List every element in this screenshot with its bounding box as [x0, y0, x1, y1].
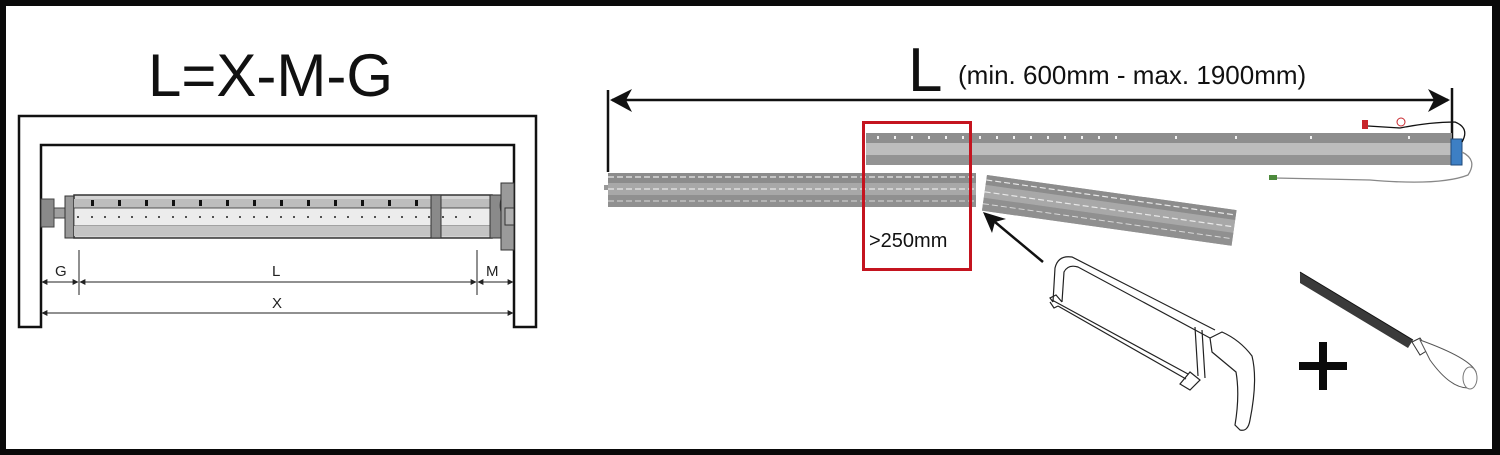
length-range-label: (min. 600mm - max. 1900mm) [958, 60, 1307, 90]
dimension-label-g: G [55, 263, 67, 280]
window-recess-outline [17, 114, 538, 329]
cut-piece-profile-icon [981, 175, 1237, 246]
length-arrow-icon [606, 88, 1454, 172]
dimension-lines [41, 250, 514, 316]
dimension-label-m: M [486, 263, 499, 280]
dimension-label-l: L [272, 263, 281, 280]
cut-length-label: >250mm [869, 230, 948, 252]
motor-rail-profile-icon [866, 117, 1473, 183]
file-tool-icon [1299, 271, 1478, 390]
cut-zone-highlight [862, 121, 972, 271]
plus-icon [1299, 342, 1347, 390]
arrow-icon [983, 212, 1044, 263]
dimension-label-x: X [272, 295, 283, 312]
extension-rail-profile-icon [604, 173, 976, 207]
hacksaw-icon [1049, 256, 1256, 431]
length-label: L [908, 36, 943, 105]
formula-title: L=X-M-G [148, 42, 394, 109]
roller-tube-icon [40, 182, 515, 251]
